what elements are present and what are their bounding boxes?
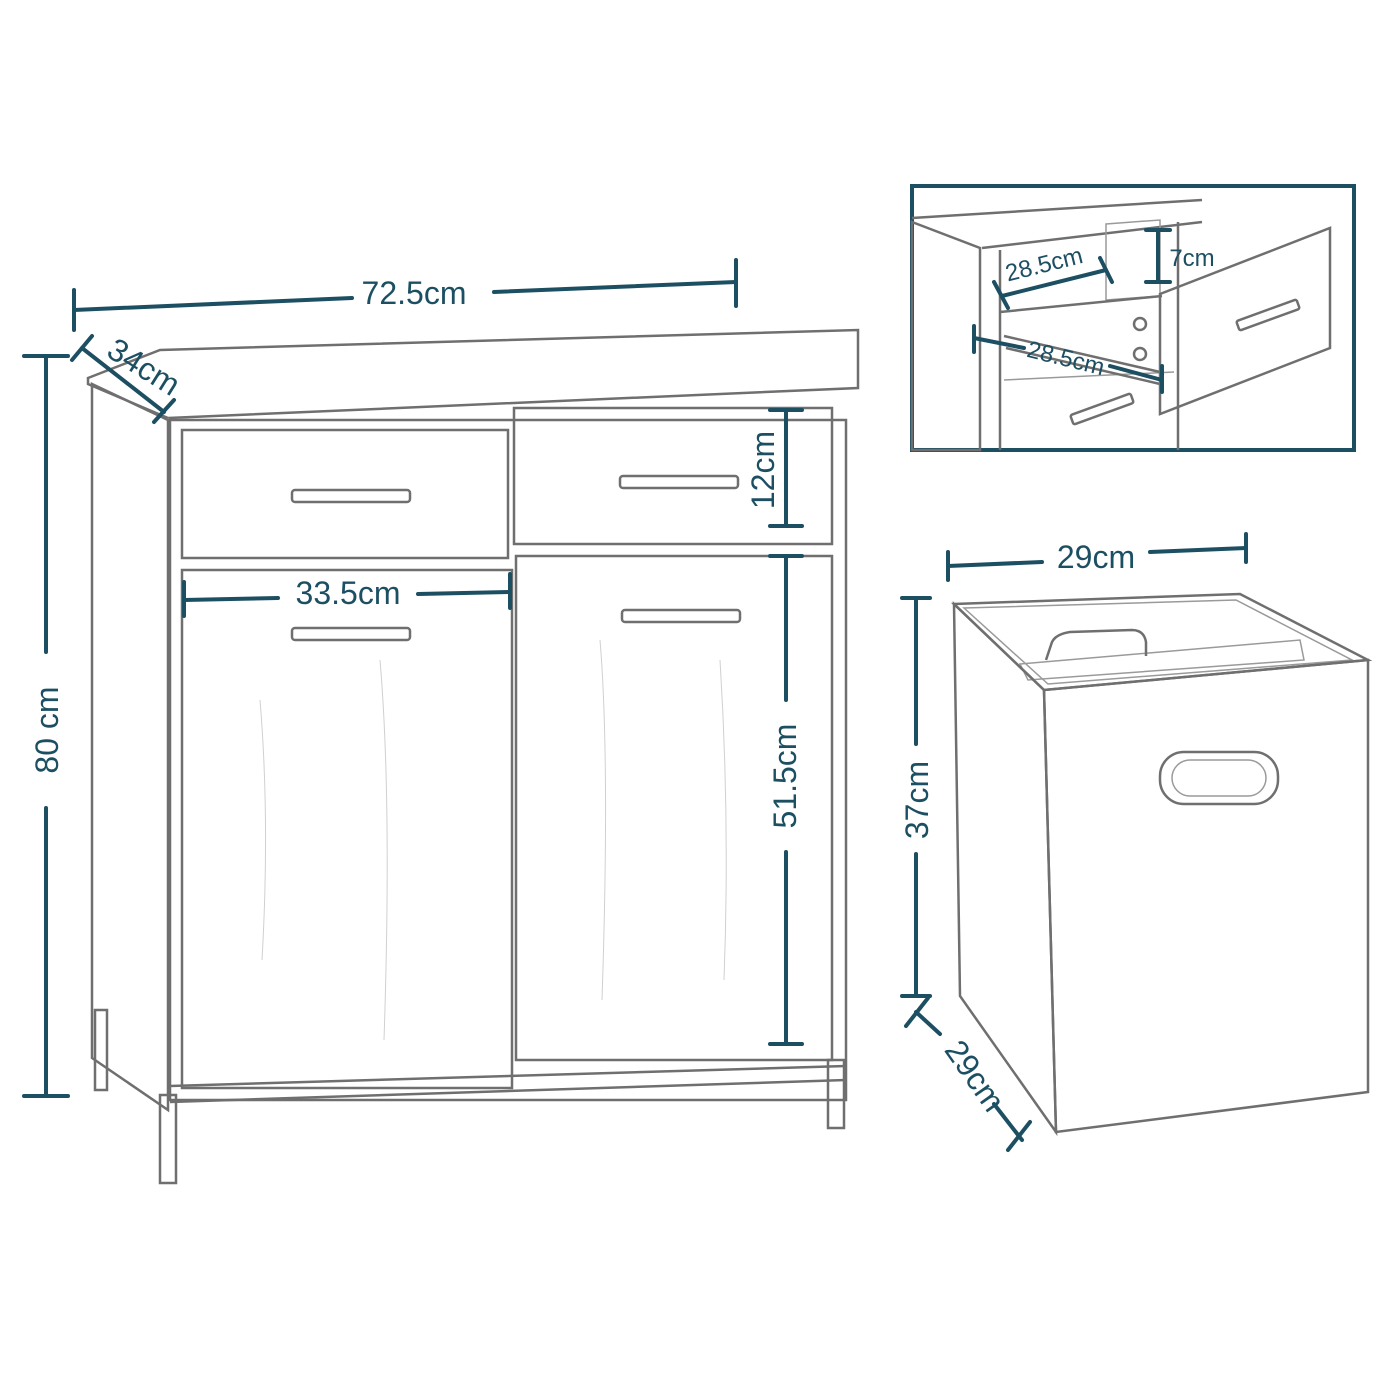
inner-height-label: 7cm <box>1169 245 1214 272</box>
drawer-detail-inset <box>910 184 1356 452</box>
dimension-door-width: 33.5cm <box>182 572 512 618</box>
basket-width-label: 29cm <box>1057 539 1135 575</box>
cabinet-side-panel <box>90 382 170 1113</box>
dimension-inner-height: 7cm <box>1144 228 1215 284</box>
door-height-label: 51.5cm <box>767 724 803 829</box>
dimension-door-height: 51.5cm <box>767 554 804 1046</box>
dimension-cabinet-width: 72.5cm <box>72 258 738 332</box>
basket-height-label: 37cm <box>899 761 935 839</box>
dimension-basket-depth: 29cm <box>904 996 1032 1152</box>
drawer-right <box>512 406 834 546</box>
storage-basket-drawing <box>950 592 1373 1137</box>
dimension-basket-height: 37cm <box>899 596 935 998</box>
drawer-height-label: 12cm <box>745 431 781 509</box>
cabinet-front-leg-left <box>158 1093 178 1185</box>
inset-frame <box>910 184 1356 452</box>
cabinet-back-leg <box>93 1008 109 1092</box>
basket-depth-label: 29cm <box>938 1033 1012 1118</box>
drawer-right-handle <box>618 474 740 490</box>
cabinet-top <box>86 328 860 420</box>
cabinet-front-leg-right <box>826 1058 846 1130</box>
door-left <box>180 568 514 1090</box>
cabinet-width-label: 72.5cm <box>362 275 467 311</box>
cabinet-front-frame <box>168 418 848 1102</box>
door-left-handle <box>290 626 412 642</box>
drawer-left-handle <box>290 488 412 504</box>
cabinet-drawing <box>86 328 860 1185</box>
door-right <box>514 554 834 1062</box>
dimension-cabinet-height: 80 cm <box>22 354 70 1098</box>
dimension-basket-width: 29cm <box>946 532 1248 582</box>
drawer-left <box>180 428 510 560</box>
cabinet-height-label: 80 cm <box>29 686 65 773</box>
cabinet-depth-label: 34cm <box>101 331 186 403</box>
dimension-drawer-height: 12cm <box>745 408 804 528</box>
door-width-label: 33.5cm <box>296 575 401 611</box>
door-right-handle <box>620 608 742 624</box>
